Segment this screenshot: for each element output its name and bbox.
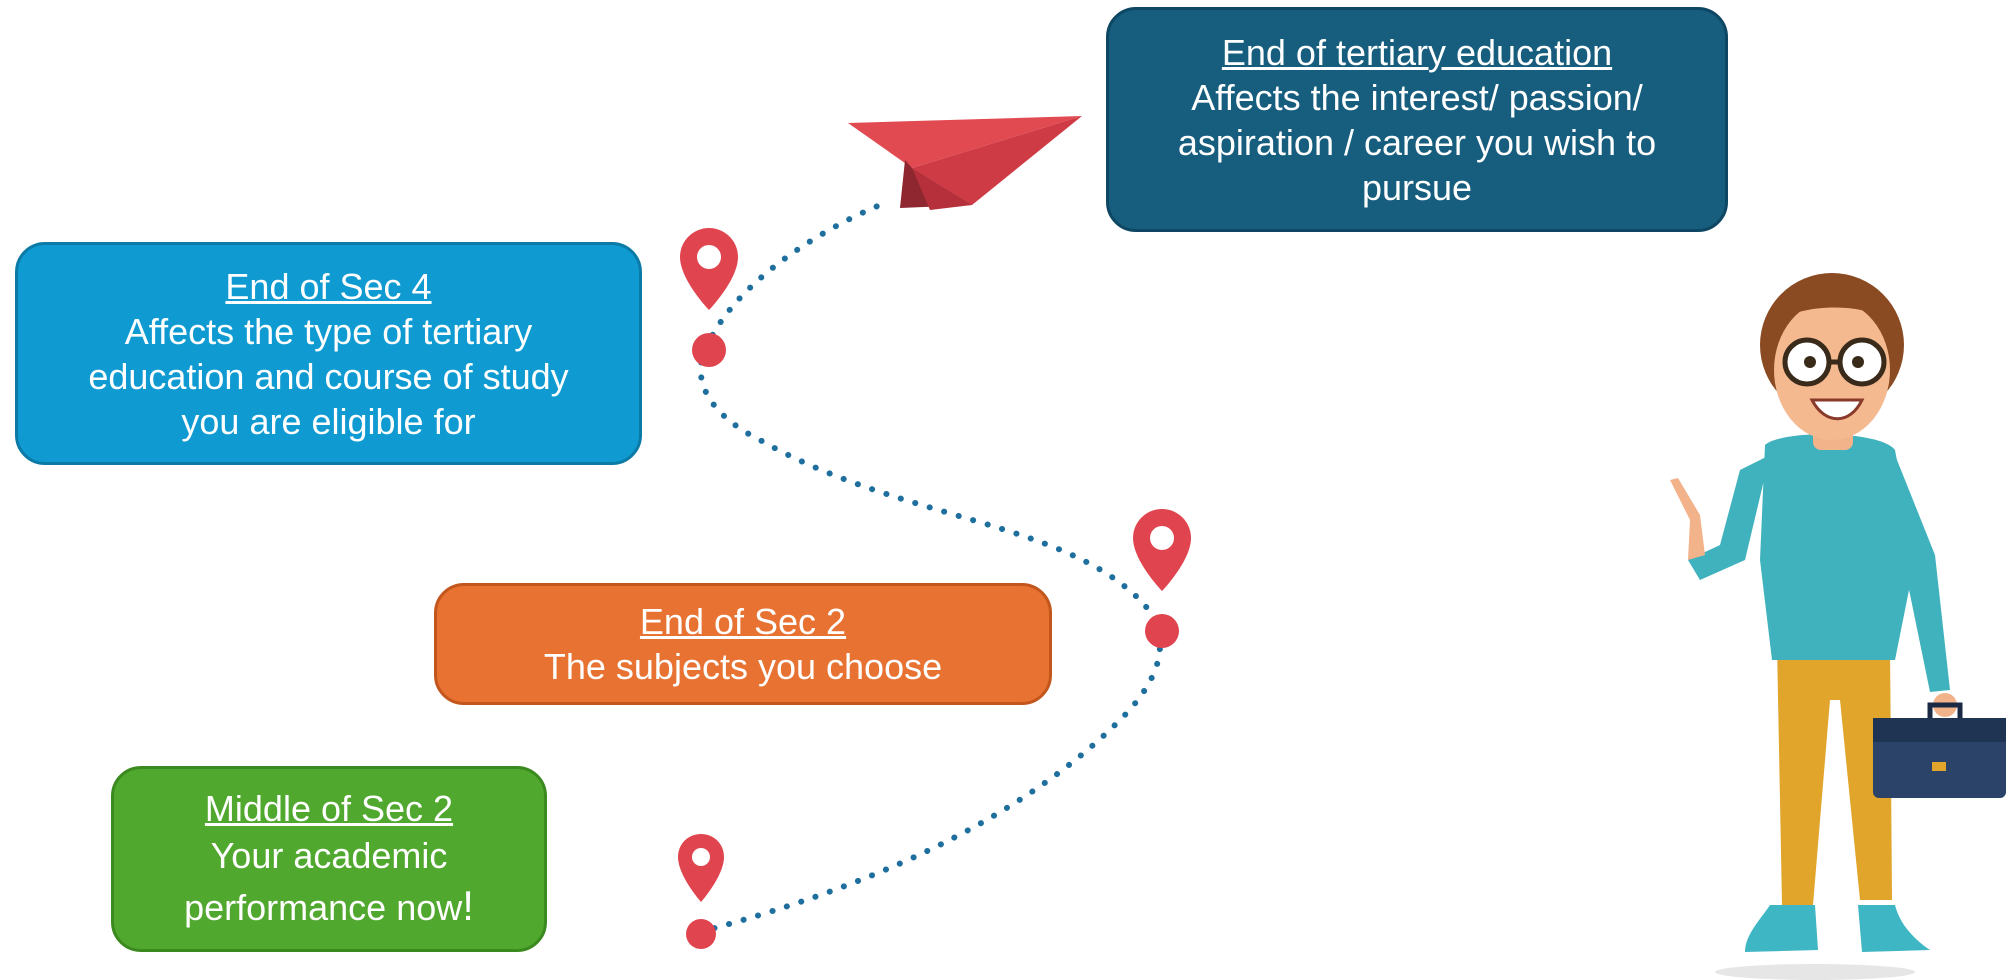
milestone-description-line: you are eligible for: [181, 400, 476, 442]
paper-plane-icon: [848, 116, 1082, 210]
milestone-title: Middle of Sec 2: [204, 787, 454, 829]
milestone-description-text: performance now: [184, 886, 463, 928]
milestone-description-line: Affects the interest/ passion/: [1191, 76, 1643, 118]
milestone-middle-of-sec2: Middle of Sec 2 Your academic performanc…: [111, 766, 547, 952]
milestone-end-of-sec4: End of Sec 4 Affects the type of tertiar…: [15, 242, 642, 465]
milestone-title: End of Sec 4: [225, 265, 432, 307]
milestone-end-of-tertiary: End of tertiary education Affects the in…: [1106, 7, 1728, 232]
waypoint-dot: [692, 333, 726, 367]
briefcase-icon: [1873, 702, 2006, 798]
waypoint-dot: [686, 919, 716, 949]
milestone-description-line: pursue: [1361, 166, 1473, 208]
milestone-description-line: education and course of study: [88, 355, 569, 397]
milestone-description-line: performance now!: [184, 881, 474, 933]
emphasis-mark: !: [462, 881, 474, 929]
waypoint-dot: [1145, 614, 1179, 648]
map-pin-icon: [678, 834, 724, 902]
milestone-description-line: Your academic: [210, 834, 448, 876]
milestone-title: End of Sec 2: [639, 601, 847, 642]
milestone-end-of-sec2: End of Sec 2 The subjects you choose: [434, 583, 1052, 705]
milestone-title: End of tertiary education: [1221, 31, 1613, 73]
dotted-journey-path: [697, 202, 1163, 935]
milestone-description-line: aspiration / career you wish to: [1177, 121, 1657, 163]
person-illustration: [1670, 273, 1957, 980]
map-pin-icon: [680, 228, 738, 310]
milestone-description-line: Affects the type of tertiary: [124, 310, 533, 352]
milestone-description-line: The subjects you choose: [543, 646, 943, 687]
map-pin-icon: [1133, 509, 1191, 591]
